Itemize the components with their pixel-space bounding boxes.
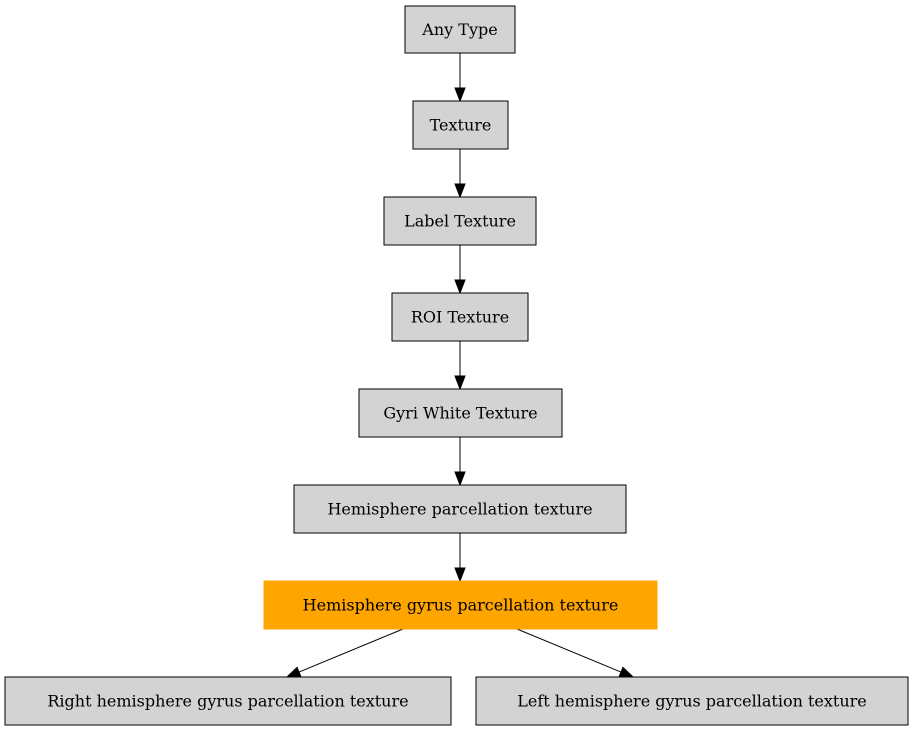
arrowhead-icon [285,666,302,678]
edge-hemisphere-gyrus-parcellation-texture-to-right-hemisphere-gyrus-parcellation-texture [285,628,404,678]
node-label: Hemisphere parcellation texture [327,500,592,519]
edge-line [516,628,622,673]
node-label: ROI Texture [411,308,509,327]
node-label-texture[interactable]: Label Texture [383,196,537,246]
node-label: Right hemisphere gyrus parcellation text… [47,692,408,711]
arrowhead-icon [454,279,466,295]
edge-hemisphere-gyrus-parcellation-texture-to-left-hemisphere-gyrus-parcellation-texture [516,628,635,678]
edge-label-texture-to-roi-texture [454,245,466,295]
node-label: Label Texture [404,212,516,231]
node-box[interactable] [293,484,627,534]
arrowhead-icon [618,666,635,678]
edges-layer [285,53,635,678]
edge-line [298,628,404,673]
arrowhead-icon [454,183,466,199]
arrowhead-icon [454,471,466,487]
node-label: Hemisphere gyrus parcellation texture [303,596,619,615]
node-box[interactable] [4,676,452,726]
node-gyri-white-texture[interactable]: Gyri White Texture [358,388,563,438]
node-box[interactable] [404,5,516,54]
node-roi-texture[interactable]: ROI Texture [391,292,529,342]
node-hemisphere-parcellation-texture[interactable]: Hemisphere parcellation texture [293,484,627,534]
node-label: Left hemisphere gyrus parcellation textu… [517,692,867,711]
arrowhead-icon [454,87,466,103]
node-box[interactable] [412,100,509,150]
node-box[interactable] [475,676,909,726]
arrowhead-icon [454,567,466,583]
edge-any-type-to-texture [454,53,466,103]
arrowhead-icon [454,375,466,391]
edge-gyri-white-texture-to-hemisphere-parcellation-texture [454,437,466,487]
node-hemisphere-gyrus-parcellation-texture[interactable]: Hemisphere gyrus parcellation texture [263,580,658,630]
node-right-hemisphere-gyrus-parcellation-texture[interactable]: Right hemisphere gyrus parcellation text… [4,676,452,726]
node-box[interactable] [263,580,658,630]
node-box[interactable] [358,388,563,438]
node-label: Gyri White Texture [383,404,537,423]
node-texture[interactable]: Texture [412,100,509,150]
edge-texture-to-label-texture [454,149,466,199]
node-label: Any Type [421,20,497,39]
edge-hemisphere-parcellation-texture-to-hemisphere-gyrus-parcellation-texture [454,533,466,583]
edge-roi-texture-to-gyri-white-texture [454,341,466,391]
node-box[interactable] [391,292,529,342]
node-any-type[interactable]: Any Type [404,5,516,54]
node-left-hemisphere-gyrus-parcellation-texture[interactable]: Left hemisphere gyrus parcellation textu… [475,676,909,726]
node-label: Texture [430,116,492,135]
node-box[interactable] [383,196,537,246]
